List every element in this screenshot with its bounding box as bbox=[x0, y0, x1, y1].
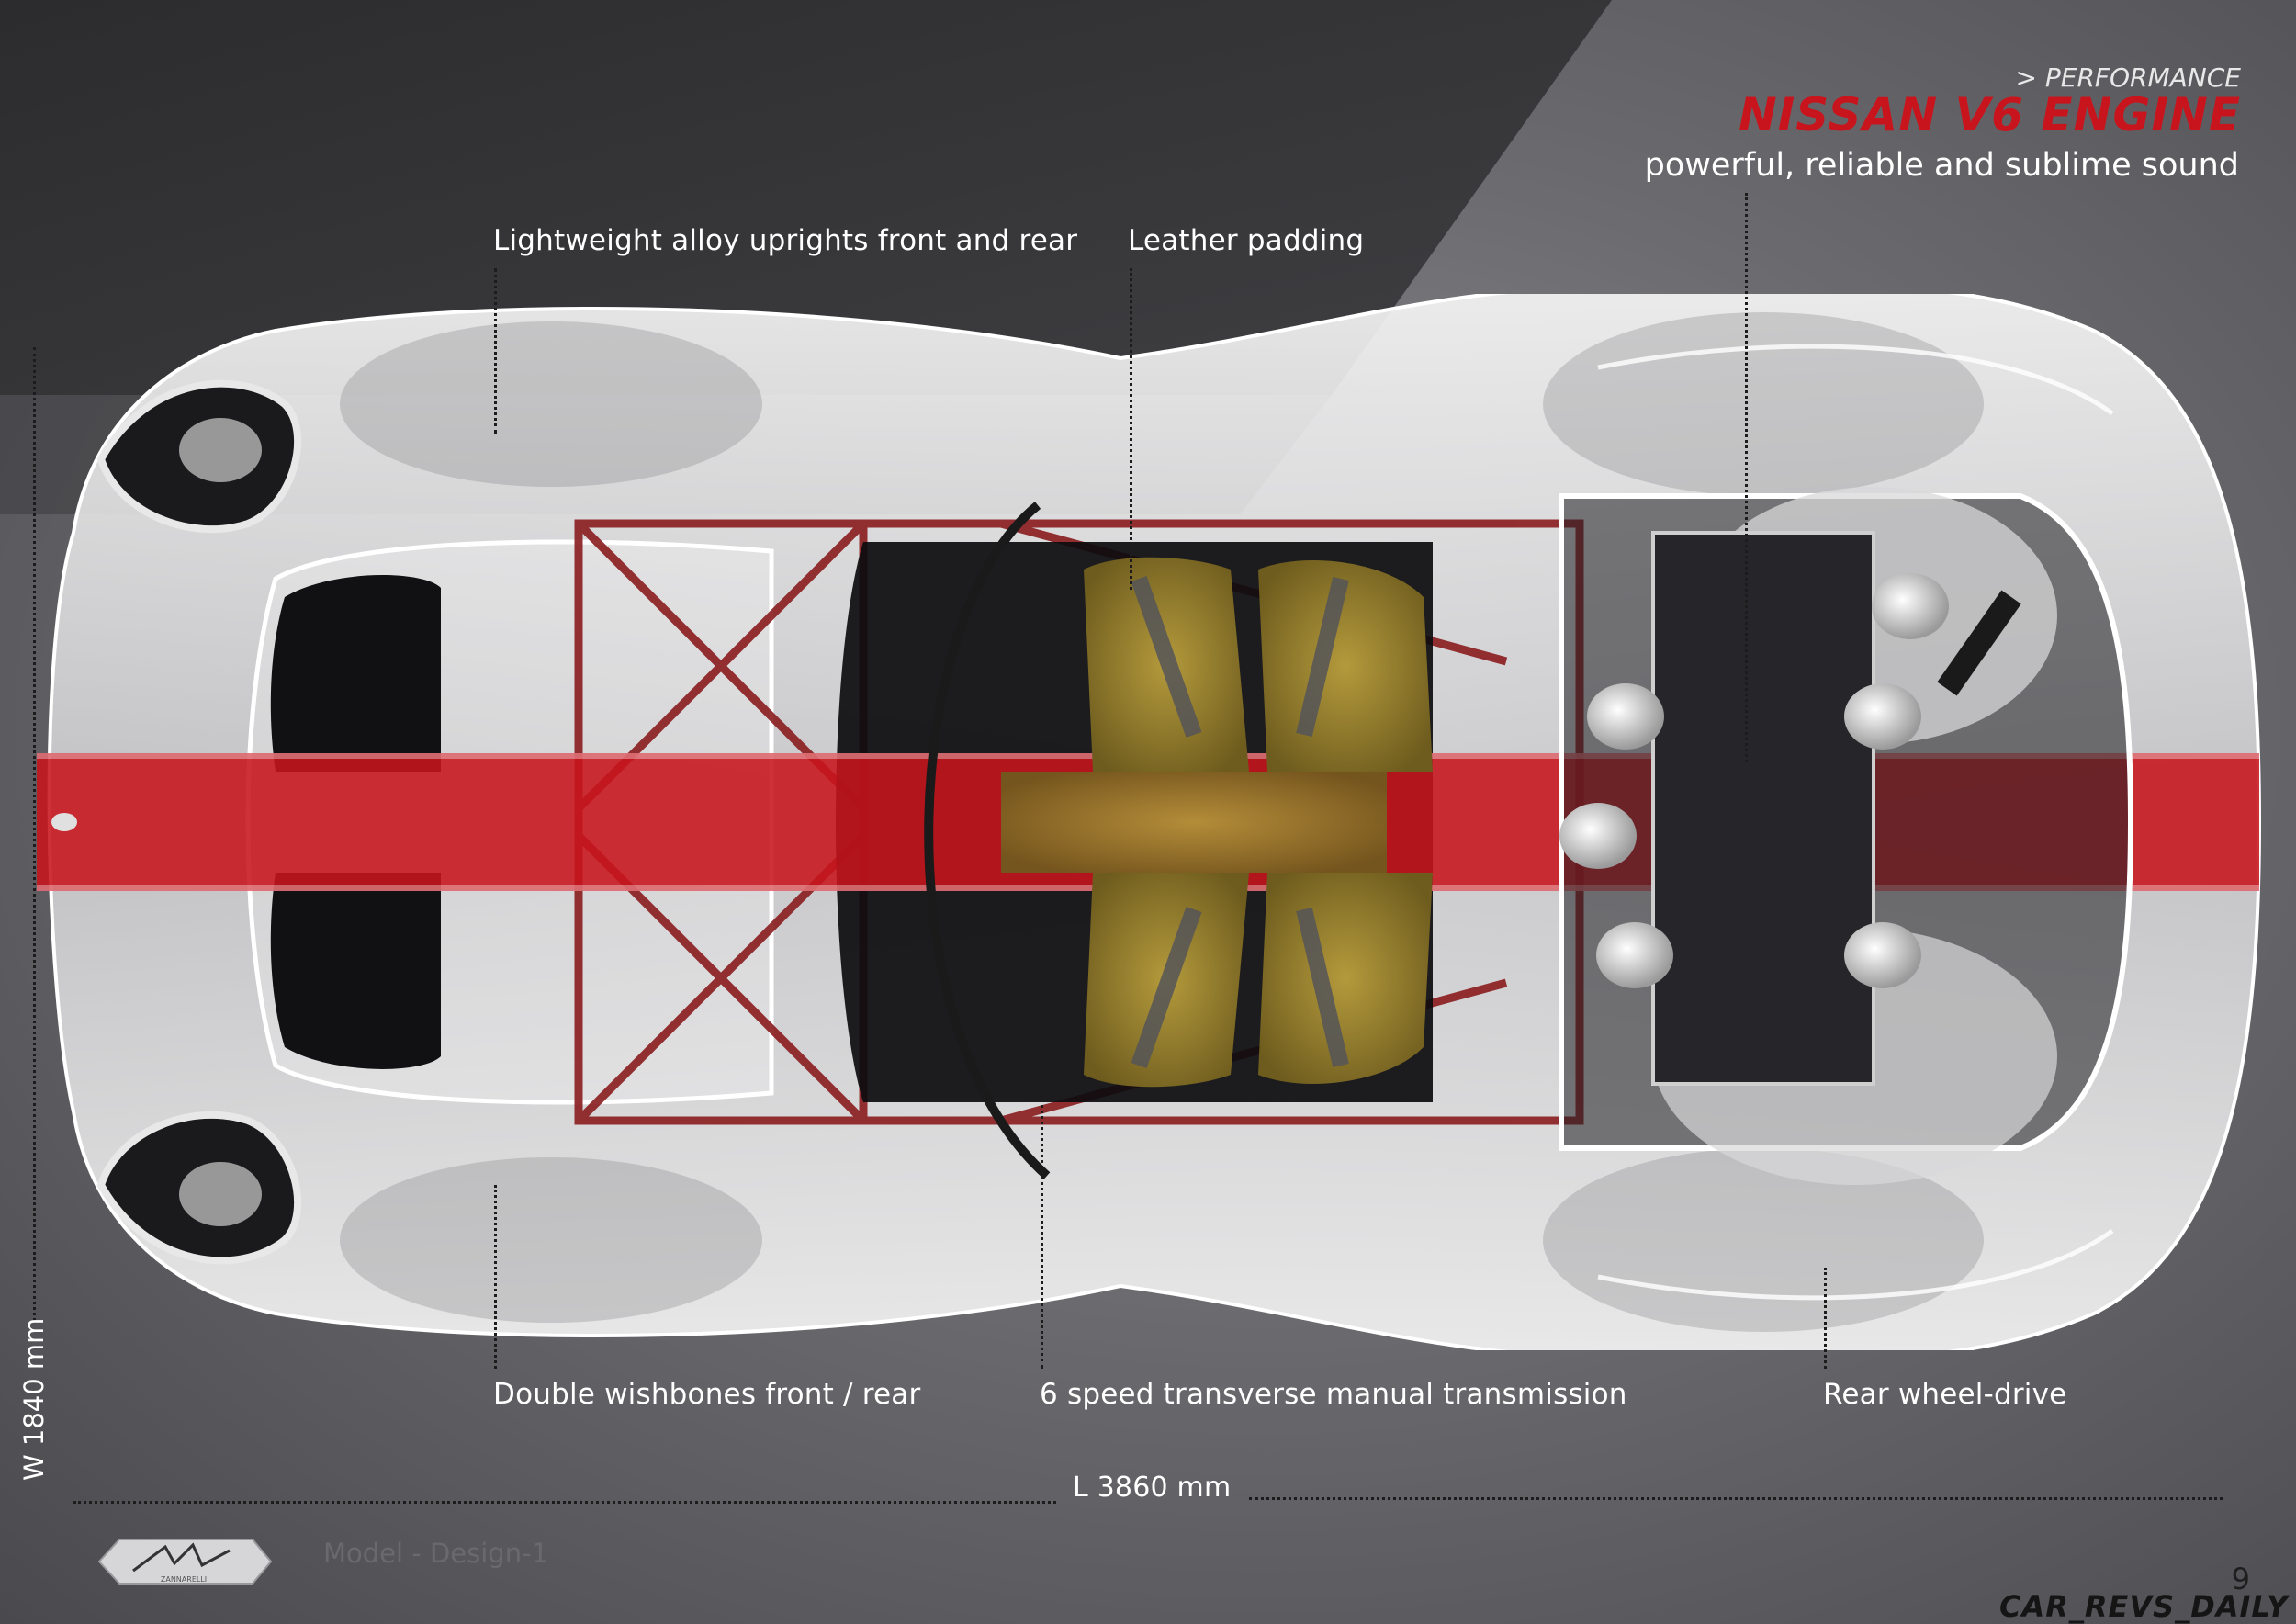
leader-line-transmission bbox=[1041, 983, 1043, 1369]
leader-line-engine bbox=[1745, 193, 1748, 762]
headlight-left bbox=[96, 379, 301, 534]
callout-uprights: Lightweight alloy uprights front and rea… bbox=[493, 224, 1078, 257]
width-dimension-label: W 1840 mm bbox=[18, 1317, 50, 1481]
headlight-right bbox=[96, 1111, 301, 1265]
length-dimension-label: L 3860 mm bbox=[1073, 1472, 1232, 1504]
brand-logo: ZANNARELLI bbox=[97, 1539, 273, 1585]
width-dimension-line bbox=[33, 347, 36, 1321]
watermark: CAR_REVS_DAILY bbox=[1998, 1589, 2289, 1624]
leader-line-uprights bbox=[494, 268, 497, 434]
page-number: 9 bbox=[2231, 1562, 2250, 1596]
length-dimension-line-right bbox=[1249, 1497, 2223, 1500]
page-title: NISSAN V6 ENGINE bbox=[1738, 88, 2241, 141]
leader-line-rwd bbox=[1824, 1268, 1827, 1369]
page-subtitle: powerful, reliable and sublime sound bbox=[1644, 147, 2239, 184]
seats bbox=[1001, 557, 1433, 1088]
car-top-view-illustration bbox=[37, 294, 2262, 1350]
callout-wishbones: Double wishbones front / rear bbox=[493, 1378, 921, 1411]
callout-leather-padding: Leather padding bbox=[1128, 224, 1365, 257]
v6-pistons bbox=[1559, 573, 1949, 988]
callout-rear-wheel-drive: Rear wheel-drive bbox=[1823, 1378, 2067, 1411]
brand-wordmark: ZANNARELLI bbox=[161, 1575, 207, 1584]
model-name: Model - Design-1 bbox=[323, 1538, 549, 1569]
leader-line-leather bbox=[1130, 268, 1132, 590]
section-label: > PERFORMANCE bbox=[2015, 62, 2242, 93]
callout-transmission: 6 speed transverse manual transmission bbox=[1040, 1378, 1627, 1411]
length-dimension-line-left bbox=[73, 1501, 1056, 1504]
leader-line-wishbones bbox=[494, 1185, 497, 1369]
